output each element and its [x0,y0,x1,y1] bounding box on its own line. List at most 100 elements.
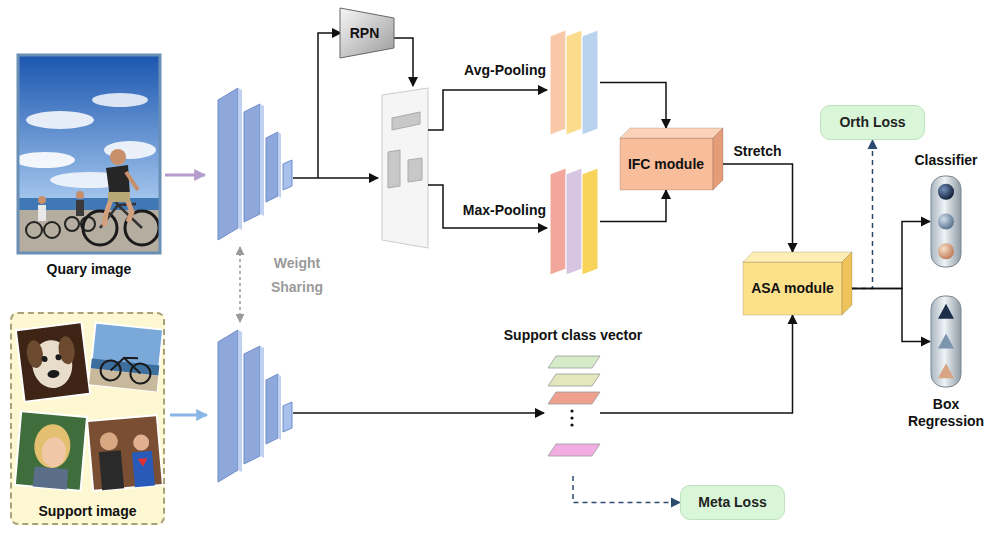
support-photos [111,356,142,374]
query-image: Quary image [18,55,160,253]
query-photo [44,222,60,238]
weight-sharing-arrow [239,247,241,322]
support-class-vector: Support class vector [546,350,600,476]
backbone-network [238,88,242,230]
support-photos [55,354,62,361]
backbone-network [244,346,260,464]
support-photos [10,312,165,525]
backbone-network [266,132,278,202]
classifier-head-shape [938,184,954,200]
flow-connector [600,190,666,222]
node-label: Quary image [47,261,132,278]
avg-pooled-features [566,30,582,135]
query-photo [15,152,75,168]
proposal-map [382,88,428,248]
query-photo [15,55,160,253]
avg-pooling-features: Avg-Pooling [550,30,600,135]
input-arrows [170,414,207,417]
support-image-set: Support image [10,312,165,525]
backbone-network [278,132,281,198]
backbone-network [218,330,238,482]
loss-connector [852,140,873,289]
backbone-network [283,402,292,432]
input-arrows [165,174,205,177]
query-photo [126,172,138,190]
query-photo [108,192,130,202]
support-photos [25,339,44,369]
backbone-network [278,374,281,440]
node-label: Meta Loss [698,494,766,511]
query-photo [26,111,94,129]
query-photo [65,217,79,231]
backbone-network [266,374,278,444]
query-photo [76,191,84,199]
class-vector-bars [570,423,573,426]
classifier-head-shape [930,175,962,268]
support-photos [16,322,90,402]
box-regression-head-shape [931,296,961,387]
avg-pooled-features [582,30,598,135]
query-photo [18,55,160,253]
loss-connector [573,476,680,503]
backbone-network [218,88,292,240]
class-vector-bars [570,416,573,419]
box-regression-head-shape [938,363,954,378]
node-label: Support image [38,503,136,520]
node-label: Support class vector [504,327,643,344]
asa-module-shape [842,252,852,315]
loss-box: Orth Loss [820,105,925,140]
query-photo [110,149,126,165]
max-pooling-features: Max-Pooling [550,168,600,275]
query-photo [38,205,46,221]
rpn-block-shape [340,8,394,58]
support-photos [47,369,60,378]
flow-connector [852,222,930,289]
flow-connector [723,164,793,252]
support-photos [99,432,119,452]
support-photos [32,423,72,470]
support-photos [15,411,87,490]
ifc-module-shape [620,128,723,138]
support-photos [41,436,68,468]
support-photos [132,451,155,488]
class-vector-bars [548,356,600,368]
proposal-map [392,112,420,130]
box-regression-head-shape [930,295,962,388]
backbone-network [244,104,260,222]
max-pooled-features [550,168,566,275]
query-photo [26,222,42,238]
node-label: Classifier [914,152,977,169]
support-photos [89,323,163,392]
asa-module-shape [743,262,842,315]
asa-module: ASA module [743,252,852,315]
backbone-network [260,104,264,216]
class-vector-bars [548,444,600,456]
backbone-network [218,88,238,240]
max-pooled-features [566,168,582,275]
node-label: Avg-Pooling [464,62,546,79]
box-regression-head-shape [938,334,954,349]
flow-connector [600,83,666,129]
feature-flow-lines [428,90,547,130]
node-label: RPN [350,25,380,42]
weight-sharing-arrow [240,247,241,322]
node-label: Max-Pooling [463,202,546,219]
backbone-network [238,330,242,472]
support-photos [99,450,124,490]
support-photos [41,356,48,363]
annotation-label: Weight Sharing [264,252,330,300]
node-label: ASA module [751,280,834,297]
flow-connector [852,289,930,342]
box-regression-head: Box Regression [930,295,962,388]
classifier-head: Classifier [930,175,962,268]
support-photos [89,323,163,392]
backbone-network [218,330,292,482]
feature-flow-lines [318,33,341,178]
support-photos [87,415,163,491]
support-photos [10,312,165,525]
avg-pooled-features [550,30,598,135]
classifier-head-shape [938,243,954,259]
support-photos [87,415,163,491]
rpn-block: RPN [340,8,394,58]
